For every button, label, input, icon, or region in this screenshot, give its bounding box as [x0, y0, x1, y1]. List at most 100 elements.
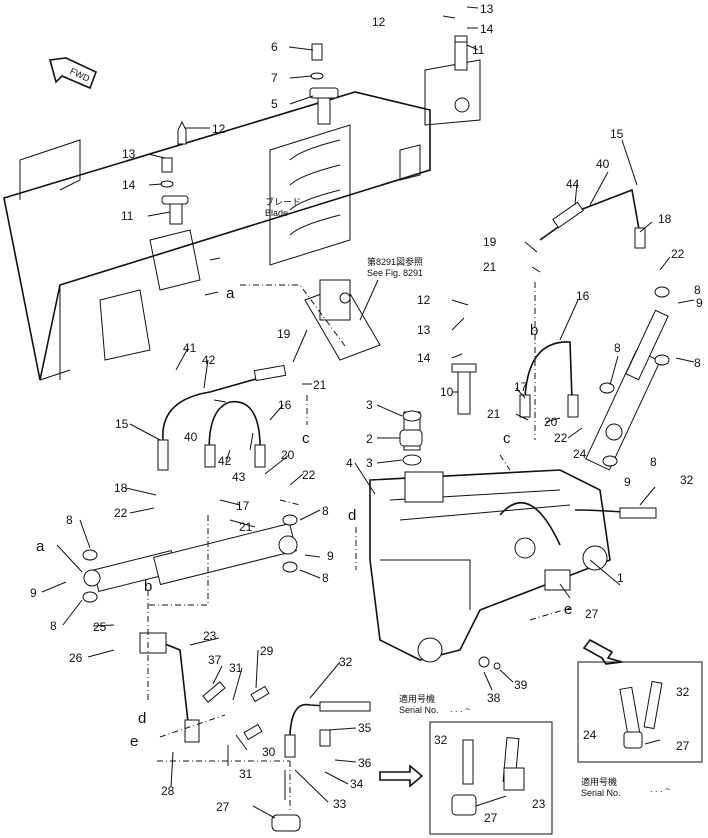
callout-15-left: 15	[115, 417, 129, 431]
ref-b-left: b	[144, 578, 152, 595]
callout-17-right: 17	[514, 380, 528, 394]
see-fig-en: See Fig. 8291	[367, 268, 423, 278]
callout-27-frame: 27	[585, 607, 599, 621]
callout-42-top: 42	[202, 353, 216, 367]
callout-14-top: 14	[480, 22, 494, 36]
callout-8-a: 8	[66, 513, 73, 527]
callout-14-center: 14	[417, 351, 431, 365]
callout-19-right: 19	[483, 235, 497, 249]
callout-9-d: 9	[624, 475, 631, 489]
frame	[369, 469, 611, 663]
callout-31-top: 31	[229, 661, 243, 675]
callout-21-c: 21	[313, 378, 327, 392]
blade-label-en: Blade	[265, 208, 288, 218]
blade	[3, 91, 431, 381]
callout-18-right: 18	[658, 212, 672, 226]
callout-40-left: 40	[184, 430, 198, 444]
detail-box-bottom	[379, 721, 553, 835]
right-cylinder	[585, 309, 669, 471]
callout-23-left: 23	[203, 629, 217, 643]
serial-tail-right: . . . ~	[650, 784, 670, 794]
serial-label-en-center: Serial No.	[399, 705, 439, 715]
callout-12-top: 12	[372, 15, 386, 29]
reference-lines	[147, 282, 571, 810]
callout-31-bottom: 31	[239, 767, 253, 781]
left-cylinder	[83, 522, 298, 592]
callout-12-center: 12	[417, 293, 431, 307]
fwd-arrow: FWD	[48, 57, 98, 90]
callout-35: 35	[358, 721, 372, 735]
callout-29: 29	[260, 644, 274, 658]
callout-39: 39	[514, 678, 528, 692]
callout-44: 44	[566, 177, 580, 191]
callout-33: 33	[333, 797, 347, 811]
callout-36: 36	[358, 756, 372, 770]
callout-32-box-right: 32	[676, 685, 690, 699]
ref-b-right: b	[530, 322, 538, 339]
pin-11-left-assembly	[160, 120, 189, 225]
ref-d-center: d	[348, 507, 356, 524]
callout-32-box-bottom: 32	[434, 733, 448, 747]
callout-9-b: 9	[327, 549, 334, 563]
callout-30: 30	[262, 745, 276, 759]
ref-e-right: e	[564, 601, 572, 618]
callout-38: 38	[487, 691, 501, 705]
callout-37: 37	[208, 653, 222, 667]
callout-16-left: 16	[278, 398, 292, 412]
callout-9-c: 9	[696, 296, 703, 310]
cylinder-mount	[304, 279, 381, 361]
small-parts	[82, 286, 670, 670]
callout-20-left: 20	[281, 448, 295, 462]
ref-c-left: c	[302, 430, 310, 447]
callout-2: 2	[366, 432, 373, 446]
callout-27-bottom: 27	[216, 800, 230, 814]
callout-5: 5	[271, 97, 278, 111]
serial-tail-center: . . . ~	[450, 704, 470, 714]
callout-1: 1	[617, 571, 624, 585]
callout-32-hose: 32	[339, 655, 353, 669]
callout-15-right: 15	[610, 127, 624, 141]
ref-e-left: e	[130, 733, 138, 750]
see-fig-jp: 第8291図参照	[367, 256, 423, 267]
callout-11-top: 11	[472, 43, 485, 57]
serial-label-en-right: Serial No.	[581, 788, 621, 798]
callout-8-f: 8	[694, 356, 701, 370]
callout-8-d: 8	[322, 571, 329, 585]
callout-32-frame: 32	[680, 473, 694, 487]
callout-26: 26	[69, 651, 83, 665]
callout-16-right: 16	[576, 289, 590, 303]
callout-20-right: 20	[544, 415, 558, 429]
callout-17-left: 17	[236, 499, 250, 513]
callout-7: 7	[271, 71, 278, 85]
reference-letters: a a b b c c d d e e	[36, 285, 572, 750]
ref-a-left: a	[36, 538, 45, 555]
callout-22-c: 22	[302, 468, 316, 482]
callout-10: 10	[440, 385, 454, 399]
callout-22-b: 22	[554, 431, 568, 445]
callout-27-box-right: 27	[676, 739, 690, 753]
callout-43: 43	[232, 470, 246, 484]
callout-3-bottom: 3	[366, 456, 373, 470]
blade-label-jp: ブレード	[265, 196, 301, 207]
callout-3-top: 3	[366, 398, 373, 412]
serial-label-jp-center: 適用号機	[399, 693, 435, 704]
callout-22-a: 22	[671, 247, 685, 261]
callout-14-left: 14	[122, 178, 136, 192]
callout-34: 34	[350, 777, 364, 791]
callout-8-g: 8	[614, 341, 621, 355]
callout-numbers: 1 2 3 3 4 5 6 7 8 8 8 8 8 8 8 8 9 9 9 9 …	[30, 2, 703, 825]
callout-8-b: 8	[50, 619, 57, 633]
detail-box-right	[577, 638, 703, 763]
callout-42-bottom: 42	[218, 454, 232, 468]
callout-12-left: 12	[212, 122, 226, 136]
callout-23-box: 23	[532, 797, 546, 811]
callout-19-left: 19	[277, 327, 291, 341]
leader-lines	[41, 6, 695, 819]
callout-13-top: 13	[480, 2, 494, 16]
callout-24-box: 24	[583, 728, 597, 742]
callout-11-left: 11	[121, 209, 134, 223]
callout-6: 6	[271, 40, 278, 54]
callout-28: 28	[161, 784, 175, 798]
callout-22-d: 22	[114, 506, 128, 520]
